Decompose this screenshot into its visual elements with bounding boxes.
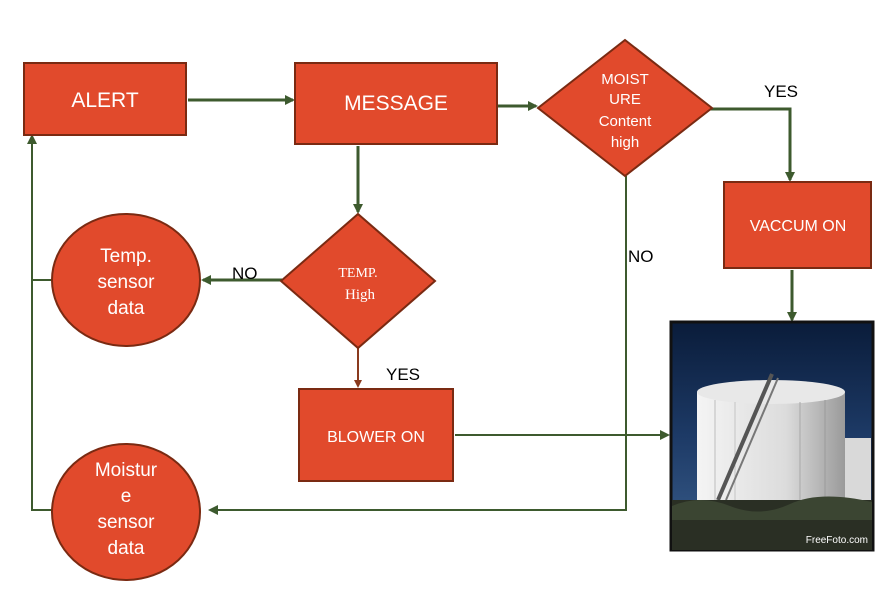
temp-sensor-line-1: Temp. <box>100 246 152 267</box>
moisture-sensor-line-1: Moistur <box>95 460 158 481</box>
node-message-label: MESSAGE <box>344 92 448 115</box>
node-alert-label: ALERT <box>71 89 138 112</box>
edge-moisture-sensor-to-alert <box>27 134 52 511</box>
moisture-decision-line-2: URE <box>609 91 641 108</box>
label-temp-no: NO <box>232 264 258 283</box>
moisture-decision-line-1: MOIST <box>601 71 649 88</box>
moisture-sensor-line-2: e <box>121 486 132 507</box>
node-vaccum-on-label: VACCUM ON <box>750 218 847 235</box>
edge-moisture-yes-to-vaccum <box>710 107 795 182</box>
temp-decision-line-1: TEMP. <box>338 266 377 281</box>
node-vaccum-on: VACCUM ON <box>723 181 872 269</box>
node-moisture-content-decision: MOIST URE Content high <box>536 38 714 178</box>
temp-sensor-line-2: sensor <box>97 272 155 293</box>
label-moisture-yes: YES <box>764 82 798 101</box>
node-moisture-sensor-data: Moistur e sensor data <box>51 443 201 581</box>
temp-sensor-line-3: data <box>108 298 145 319</box>
node-message: MESSAGE <box>294 62 498 145</box>
photo-watermark: FreeFoto.com <box>806 535 868 546</box>
node-blower-on-label: BLOWER ON <box>327 429 425 446</box>
node-temp-sensor-data: Temp. sensor data <box>51 213 201 347</box>
moisture-sensor-line-4: data <box>108 538 145 559</box>
moisture-decision-line-4: high <box>611 134 639 151</box>
label-temp-yes: YES <box>386 365 420 384</box>
node-temp-decision: TEMP. High <box>279 212 437 350</box>
node-blower-on: BLOWER ON <box>298 388 454 482</box>
temp-decision-line-2: High <box>345 287 376 303</box>
label-moisture-no: NO <box>628 247 654 266</box>
edge-moisture-no-to-moisture-sensor <box>208 176 627 515</box>
moisture-sensor-line-3: sensor <box>97 512 155 533</box>
storage-tank-photo: FreeFoto.com <box>669 320 875 552</box>
node-alert: ALERT <box>23 62 187 136</box>
moisture-decision-line-3: Content <box>599 113 652 130</box>
